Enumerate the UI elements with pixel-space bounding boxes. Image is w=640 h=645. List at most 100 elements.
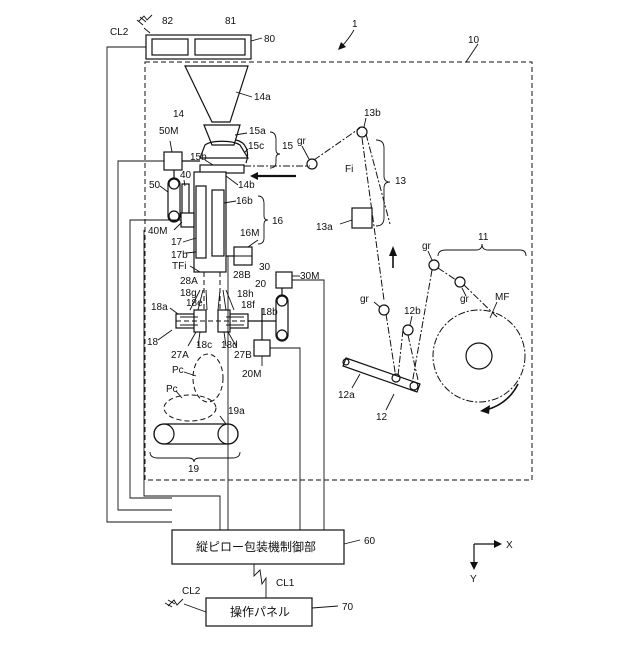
sealer-17b	[196, 186, 206, 258]
label-18f: 18f	[241, 300, 255, 311]
label-18: 18	[147, 337, 159, 348]
label-pc1: Pc	[172, 365, 184, 376]
label-50M: 50M	[159, 126, 178, 137]
label-20M: 20M	[242, 369, 261, 380]
unit-13a	[352, 208, 372, 228]
label-40: 40	[180, 170, 192, 181]
label-12a: 12a	[338, 390, 355, 401]
leader-18a	[170, 308, 178, 314]
roll-rotation-arrow	[486, 384, 518, 410]
leader-pc1	[184, 372, 196, 376]
leader-gr1	[302, 146, 309, 159]
motor-30M	[276, 272, 292, 288]
cross-sealer-18	[176, 310, 248, 332]
hopper-14a	[185, 66, 248, 122]
label-82: 82	[162, 16, 174, 27]
leader-50M	[170, 141, 172, 152]
label-27B: 27B	[234, 350, 252, 361]
label-16: 16	[272, 216, 284, 227]
leader-10	[466, 44, 478, 62]
label-tfi: TFi	[172, 261, 186, 272]
label-20: 20	[255, 279, 267, 290]
label-17b: 17b	[171, 250, 188, 261]
label-19a: 19a	[228, 406, 245, 417]
conveyor-19a	[154, 424, 238, 444]
label-50: 50	[149, 180, 161, 191]
label-16b: 16b	[236, 196, 253, 207]
ref-arrow-1	[342, 30, 354, 46]
panel-label: 操作パネル	[230, 604, 290, 619]
label-15c: 15c	[248, 141, 264, 152]
sealer-16b	[212, 190, 224, 256]
label-12: 12	[376, 412, 388, 423]
leader-70	[312, 606, 338, 608]
label-18h: 18h	[237, 289, 254, 300]
leader-12a	[352, 374, 360, 388]
leader-13a	[340, 220, 352, 224]
label-gr2: gr	[360, 294, 370, 305]
film-path-j	[464, 285, 498, 318]
link-cl1	[254, 564, 266, 598]
axis-x-label: X	[506, 540, 513, 551]
unit-82	[152, 39, 188, 55]
leader-14b	[226, 176, 238, 185]
label-gr1: gr	[297, 136, 307, 147]
film-path-b	[314, 128, 360, 160]
film-path-e	[386, 314, 396, 378]
label-30M: 30M	[300, 271, 319, 282]
axis-y-arrowhead	[470, 562, 478, 570]
label-14a: 14a	[254, 92, 271, 103]
label-13b: 13b	[364, 108, 381, 119]
label-18a: 18a	[151, 302, 168, 313]
label-81: 81	[225, 16, 237, 27]
unit-81	[195, 39, 245, 55]
former-15a	[200, 141, 248, 158]
leader-80	[251, 38, 262, 41]
film-path-i	[438, 268, 456, 280]
brace-15	[270, 132, 280, 168]
label-15: 15	[282, 141, 294, 152]
motor-20M	[254, 340, 270, 356]
roller-belt-50	[168, 178, 180, 222]
label-gr4: gr	[460, 294, 470, 305]
label-mf: MF	[495, 292, 509, 303]
link-cl2-top	[144, 28, 150, 33]
label-80: 80	[264, 34, 276, 45]
label-60: 60	[364, 536, 376, 547]
label-40M: 40M	[148, 226, 167, 237]
label-11: 11	[478, 232, 489, 243]
label-12b: 12b	[404, 306, 421, 317]
label-cl2-bottom: CL2	[182, 586, 201, 597]
label-17: 17	[171, 237, 183, 248]
label-fi: Fi	[345, 164, 353, 175]
brace-16	[258, 196, 268, 244]
label-14b: 14b	[238, 180, 255, 191]
roller-gr-mid	[379, 305, 389, 315]
label-30: 30	[259, 262, 271, 273]
roller-belt-20	[276, 295, 288, 341]
label-cl2-top: CL2	[110, 27, 129, 38]
feed-arrowhead	[389, 246, 397, 256]
chute-14	[204, 125, 240, 145]
label-13: 13	[395, 176, 407, 187]
roller-12b	[403, 325, 413, 335]
leader-18	[158, 330, 172, 340]
film-roll-mf	[433, 310, 525, 402]
product-pc-falling	[193, 354, 223, 402]
label-28A: 28A	[180, 276, 198, 287]
leader-12b	[410, 316, 412, 325]
leader-13b	[364, 118, 366, 127]
film-arrowhead	[250, 172, 258, 180]
roll-rotation-arrowhead	[480, 405, 490, 414]
label-pc2: Pc	[166, 384, 178, 395]
dancer-arm-12a	[343, 358, 420, 392]
leader-50	[160, 186, 168, 192]
leader-gr3	[428, 251, 432, 260]
label-18c: 18c	[196, 340, 212, 351]
label-14: 14	[173, 109, 185, 120]
label-1: 1	[352, 19, 358, 30]
leader-19a	[220, 416, 226, 424]
film-roll-core	[466, 343, 492, 369]
